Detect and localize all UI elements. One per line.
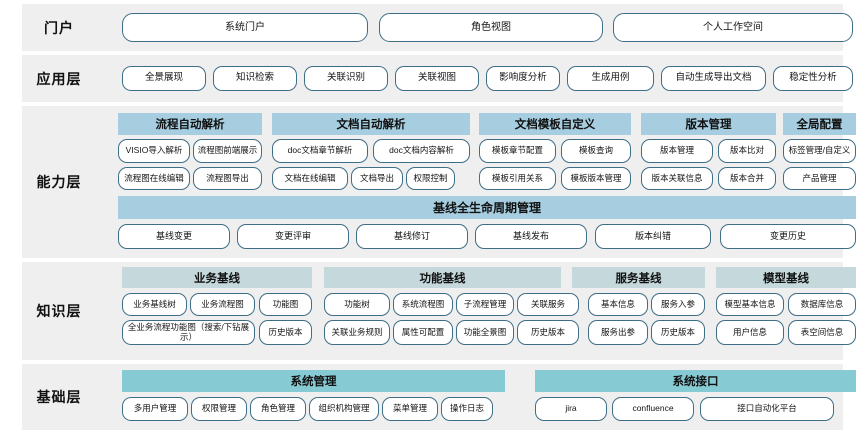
know-group-header-business-baseline: 业务基线 [122, 267, 312, 288]
cap-item-tag-manage-custom[interactable]: 标签管理/自定义 [783, 139, 856, 163]
layer-body-knowledge: 业务基线 功能基线 服务基线 模型基线 业务基线树 业务流程图 功能图 全业务流… [100, 262, 856, 360]
base-item-confluence[interactable]: confluence [612, 397, 694, 421]
cap-item-flow-online-edit[interactable]: 流程图在线编辑 [118, 167, 190, 190]
cap-lifecycle-item-baseline-publish[interactable]: 基线发布 [475, 224, 587, 249]
know-item-attribute-configurable[interactable]: 属性可配置 [393, 320, 453, 345]
layer-body-capability: 流程自动解析 文档自动解析 文档模板自定义 版本管理 全局配置 VISIO导入解… [100, 106, 856, 258]
app-item-relation-view[interactable]: 关联视图 [395, 66, 479, 91]
know-group-header-model-baseline: 模型基线 [716, 267, 856, 288]
know-item-business-baseline-tree[interactable]: 业务基线树 [122, 293, 187, 316]
cap-item-permission-control[interactable]: 权限控制 [406, 167, 455, 190]
layer-label-foundation: 基础层 [36, 389, 82, 405]
cap-lifecycle-item-version-correction[interactable]: 版本纠错 [595, 224, 711, 249]
know-item-function-history-version[interactable]: 历史版本 [517, 320, 579, 345]
layer-body-application: 全景展现 知识检索 关联识别 关联视图 影响度分析 生成用例 自动生成导出文档 … [100, 55, 853, 102]
know-item-related-business-rule[interactable]: 关联业务规则 [324, 320, 390, 345]
know-item-business-flow-chart[interactable]: 业务流程图 [190, 293, 255, 316]
cap-item-template-version-mgmt[interactable]: 模板版本管理 [561, 167, 631, 190]
base-group-header-system-management: 系统管理 [122, 370, 505, 392]
cap-group-header-doc-parse: 文档自动解析 [272, 113, 470, 135]
layer-body-portal: 系统门户 角色视图 个人工作空间 [100, 4, 853, 51]
base-item-jira[interactable]: jira [535, 397, 607, 421]
cap-lifecycle-item-change-review[interactable]: 变更评审 [237, 224, 349, 249]
know-item-service-basic-info[interactable]: 基本信息 [588, 293, 648, 316]
know-item-system-flow-chart[interactable]: 系统流程图 [393, 293, 453, 316]
cap-item-doc-chapter-parse[interactable]: doc文档章节解析 [272, 139, 368, 163]
know-item-service-output-param[interactable]: 服务出参 [588, 320, 648, 345]
cap-lifecycle-header: 基线全生命周期管理 [118, 196, 856, 219]
app-item-knowledge-search[interactable]: 知识检索 [213, 66, 297, 91]
cap-item-version-compare[interactable]: 版本比对 [718, 139, 776, 163]
cap-item-visio-import-parse[interactable]: VISIO导入解析 [118, 139, 190, 163]
know-item-function-chart[interactable]: 功能图 [259, 293, 312, 316]
know-item-database-info[interactable]: 数据库信息 [788, 293, 856, 316]
cap-item-flow-export[interactable]: 流程图导出 [193, 167, 262, 190]
layer-band-application: 应用层 全景展现 知识检索 关联识别 关联视图 影响度分析 生成用例 自动生成导… [22, 55, 853, 102]
know-group-header-service-baseline: 服务基线 [572, 267, 705, 288]
cap-item-template-query[interactable]: 模板查询 [561, 139, 631, 163]
cap-lifecycle-item-baseline-revise[interactable]: 基线修订 [356, 224, 468, 249]
layer-label-portal: 门户 [44, 19, 74, 36]
know-item-full-business-flow-function-chart[interactable]: 全业务流程功能图（搜索/下钻展示） [122, 320, 255, 345]
base-item-menu-manage[interactable]: 菜单管理 [382, 397, 438, 421]
know-item-function-tree[interactable]: 功能树 [324, 293, 390, 316]
portal-item-personal-workspace[interactable]: 个人工作空间 [613, 13, 853, 42]
layer-label-capability: 能力层 [36, 174, 82, 190]
cap-group-header-version-mgmt: 版本管理 [641, 113, 776, 135]
app-item-stability-analysis[interactable]: 稳定性分析 [773, 66, 853, 91]
cap-item-doc-export[interactable]: 文档导出 [351, 167, 403, 190]
app-item-auto-export-doc[interactable]: 自动生成导出文档 [661, 66, 766, 91]
know-item-user-info[interactable]: 用户信息 [716, 320, 784, 345]
cap-item-flow-front-display[interactable]: 流程图前端展示 [193, 139, 262, 163]
portal-item-system-portal[interactable]: 系统门户 [122, 13, 368, 42]
cap-item-version-relation-info[interactable]: 版本关联信息 [641, 167, 713, 190]
know-group-header-function-baseline: 功能基线 [324, 267, 561, 288]
cap-item-template-reference[interactable]: 模板引用关系 [479, 167, 556, 190]
base-item-multi-user-manage[interactable]: 多用户管理 [122, 397, 188, 421]
layer-band-knowledge: 知识层 业务基线 功能基线 服务基线 模型基线 业务基线树 业务流程图 功能图 … [22, 262, 856, 360]
cap-item-version-manage[interactable]: 版本管理 [641, 139, 713, 163]
cap-group-header-flow-parse: 流程自动解析 [118, 113, 262, 135]
cap-item-doc-content-parse[interactable]: doc文档内容解析 [373, 139, 470, 163]
cap-group-header-global-config: 全局配置 [783, 113, 856, 135]
base-item-org-structure-manage[interactable]: 组织机构管理 [309, 397, 379, 421]
layer-label-application: 应用层 [36, 70, 82, 87]
cap-item-product-manage[interactable]: 产品管理 [783, 167, 856, 190]
base-item-role-manage[interactable]: 角色管理 [250, 397, 306, 421]
base-item-interface-automation-platform[interactable]: 接口自动化平台 [700, 397, 834, 421]
layer-band-capability: 能力层 流程自动解析 文档自动解析 文档模板自定义 版本管理 全局配置 VISI… [22, 106, 856, 258]
cap-lifecycle-item-change-history[interactable]: 变更历史 [720, 224, 856, 249]
layer-band-portal: 门户 系统门户 角色视图 个人工作空间 [22, 4, 853, 51]
base-item-permission-manage[interactable]: 权限管理 [191, 397, 247, 421]
know-item-service-input-param[interactable]: 服务入参 [651, 293, 705, 316]
cap-item-template-chapter-config[interactable]: 模板章节配置 [479, 139, 556, 163]
cap-lifecycle-item-baseline-change[interactable]: 基线变更 [118, 224, 230, 249]
cap-item-doc-online-edit[interactable]: 文档在线编辑 [272, 167, 348, 190]
know-item-model-basic-info[interactable]: 模型基本信息 [716, 293, 784, 316]
base-item-operation-log[interactable]: 操作日志 [441, 397, 493, 421]
cap-item-version-merge[interactable]: 版本合并 [718, 167, 776, 190]
cap-group-header-doc-template: 文档模板自定义 [479, 113, 631, 135]
know-item-business-history-version[interactable]: 历史版本 [259, 320, 312, 345]
app-item-impact-analysis[interactable]: 影响度分析 [486, 66, 560, 91]
app-item-relation-identify[interactable]: 关联识别 [304, 66, 388, 91]
base-group-header-system-interface: 系统接口 [535, 370, 856, 392]
know-item-related-service[interactable]: 关联服务 [517, 293, 579, 316]
layer-band-foundation: 基础层 系统管理 系统接口 多用户管理 权限管理 角色管理 组织机构管理 菜单管… [22, 364, 856, 430]
know-item-service-history-version[interactable]: 历史版本 [651, 320, 705, 345]
layer-body-foundation: 系统管理 系统接口 多用户管理 权限管理 角色管理 组织机构管理 菜单管理 操作… [100, 364, 856, 430]
know-item-subprocess-manage[interactable]: 子流程管理 [456, 293, 514, 316]
know-item-tablespace-info[interactable]: 表空间信息 [788, 320, 856, 345]
portal-item-role-view[interactable]: 角色视图 [379, 13, 603, 42]
know-item-function-panorama[interactable]: 功能全景图 [456, 320, 514, 345]
app-item-panorama[interactable]: 全景展现 [122, 66, 206, 91]
app-item-generate-usecase[interactable]: 生成用例 [567, 66, 654, 91]
layer-label-knowledge: 知识层 [36, 303, 82, 319]
